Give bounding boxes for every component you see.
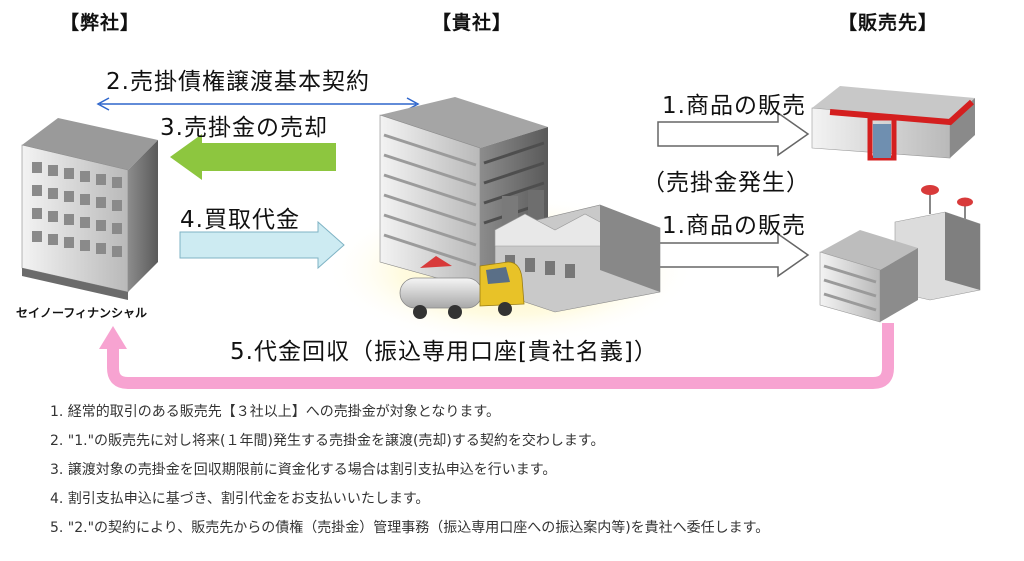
sales-arrow-bottom	[657, 232, 810, 278]
step-sales-bottom-label: 1.商品の販売	[662, 213, 806, 239]
note-item: 5. "2."の契約により、販売先からの債権（売掛金）管理事務（振込専用口座への…	[50, 520, 770, 536]
office-building-icon	[21, 118, 158, 300]
step-sale-label: 3.売掛金の売却	[160, 115, 328, 141]
step-sales-top-label: 1.商品の販売	[662, 93, 806, 119]
sale-arrow	[170, 134, 336, 180]
header-customers: 【販売先】	[838, 12, 939, 34]
header-our-company: 【弊社】	[60, 12, 141, 34]
note-item: 2. "1."の販売先に対し将来(１年間)発生する売掛金を譲渡(売却)する契約を…	[50, 433, 605, 449]
company-name: セイノーフィナンシャル	[16, 306, 148, 320]
header-your-company: 【貴社】	[432, 12, 513, 34]
note-item: 4. 割引支払申込に基づき、割引代金をお支払いいたします。	[50, 491, 430, 507]
notes-list: 1. 経常的取引のある販売先【３社以上】への売掛金が対象となります。 2. "1…	[50, 398, 769, 543]
payment-arrow	[179, 220, 345, 270]
step-collection-label: 5.代金回収（振込専用口座[貴社名義]）	[230, 339, 658, 365]
step-receivable-label: （売掛金発生）	[642, 170, 810, 196]
note-item: 1. 経常的取引のある販売先【３社以上】への売掛金が対象となります。	[50, 404, 500, 420]
note-item: 3. 譲渡対象の売掛金を回収期限前に資金化する場合は割引支払申込を行います。	[50, 462, 557, 478]
industrial-complex-icon	[819, 185, 981, 323]
store-icon	[811, 86, 975, 161]
factory-icon	[494, 190, 661, 313]
sales-arrow-top	[657, 111, 810, 157]
tanker-truck-icon	[399, 256, 525, 319]
step-payment-label: 4.買取代金	[180, 207, 300, 233]
collection-arrow	[99, 323, 894, 389]
flow-diagram	[21, 86, 981, 389]
step-contract-label: 2.売掛債権譲渡基本契約	[106, 69, 370, 95]
